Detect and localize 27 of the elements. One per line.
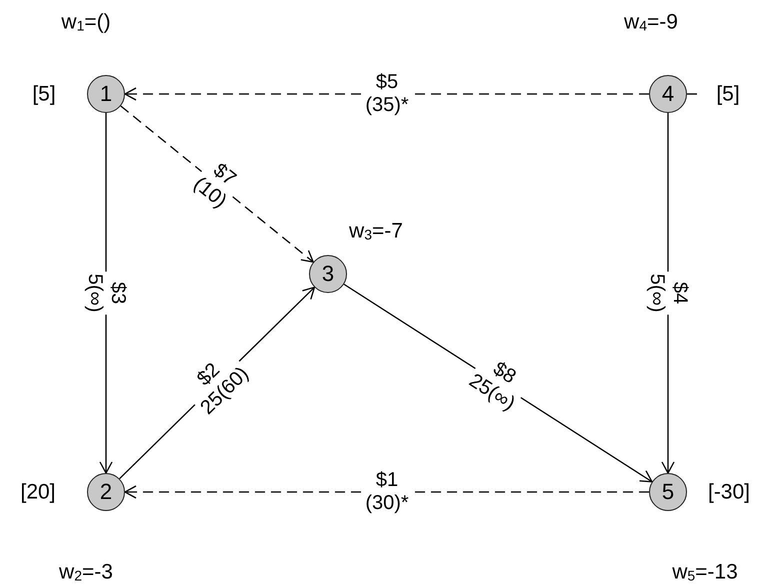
node-number: 5: [662, 481, 674, 503]
arrow: [99, 113, 113, 474]
node-annotation: [5]: [32, 84, 56, 104]
node-circle: [649, 75, 687, 113]
arrow: [124, 485, 649, 499]
node-annotation: w$_{1}$=(): [61, 12, 111, 32]
node-annotation: [-30]: [708, 482, 750, 502]
edge-label: $3 5(∞): [83, 272, 129, 314]
stub-line: [687, 93, 697, 95]
arrow: [661, 113, 675, 474]
edge-label: $4 5(∞): [645, 272, 691, 314]
node-annotation: [5]: [716, 84, 740, 104]
node-number: 4: [662, 83, 674, 105]
node-number: 1: [100, 83, 112, 105]
arrow: [124, 87, 649, 101]
node-circle: [87, 75, 125, 113]
arrow: [120, 105, 314, 263]
node-circle: [309, 255, 347, 293]
node-circle: [649, 473, 687, 511]
node-annotation: [20]: [20, 482, 56, 502]
node-annotation: w$_{4}$=-9: [624, 12, 678, 32]
node-number: 2: [100, 481, 112, 503]
node-annotation: w$_{5}$=-13: [672, 562, 738, 582]
node-annotation: w$_{2}$=-3: [59, 562, 113, 582]
node-annotation: w$_{3}$=-7: [349, 220, 403, 242]
node-number: 3: [322, 263, 334, 285]
node-circle: [87, 473, 125, 511]
